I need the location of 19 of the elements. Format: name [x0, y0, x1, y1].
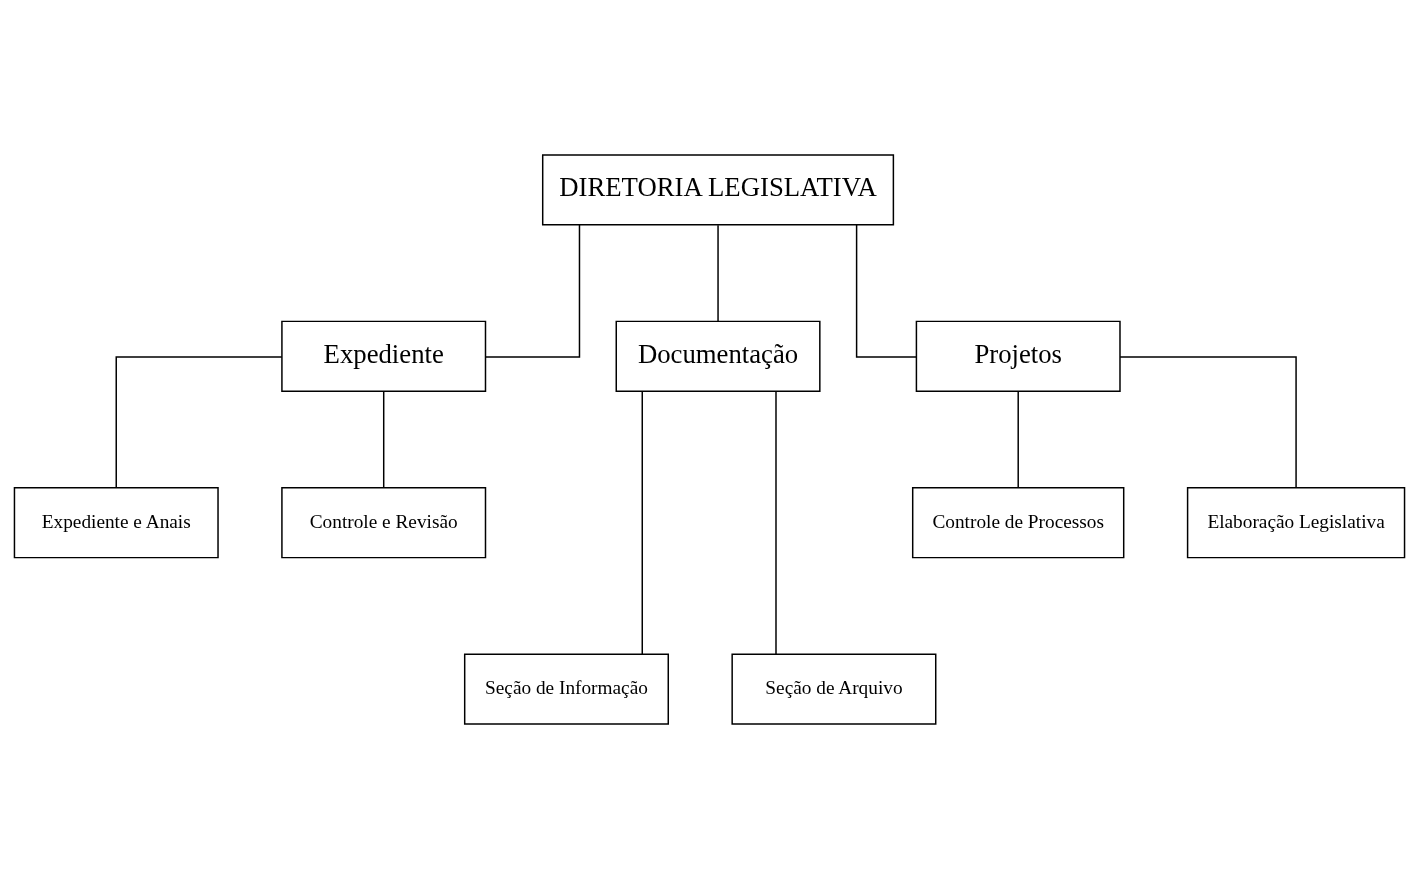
node-box: Elaboração Legislativa — [1186, 487, 1406, 559]
node-box: Expediente e Anais — [13, 487, 219, 559]
node-box: Documentação — [615, 320, 821, 392]
node-box: Seção de Arquivo — [731, 653, 937, 725]
node-box: DIRETORIA LEGISLATIVA — [541, 154, 895, 226]
node-box: Controle e Revisão — [281, 487, 487, 559]
connector — [484, 224, 581, 358]
connector — [115, 356, 283, 489]
connector — [717, 224, 719, 322]
connector — [1119, 356, 1297, 489]
node-box: Projetos — [915, 320, 1121, 392]
connector — [641, 390, 643, 655]
node-box: Expediente — [281, 320, 487, 392]
node-box: Seção de Informação — [463, 653, 669, 725]
node-box: Controle de Processos — [911, 487, 1125, 559]
connector — [855, 224, 918, 358]
connector — [775, 390, 777, 655]
connector — [382, 390, 385, 489]
connector — [1017, 390, 1019, 489]
